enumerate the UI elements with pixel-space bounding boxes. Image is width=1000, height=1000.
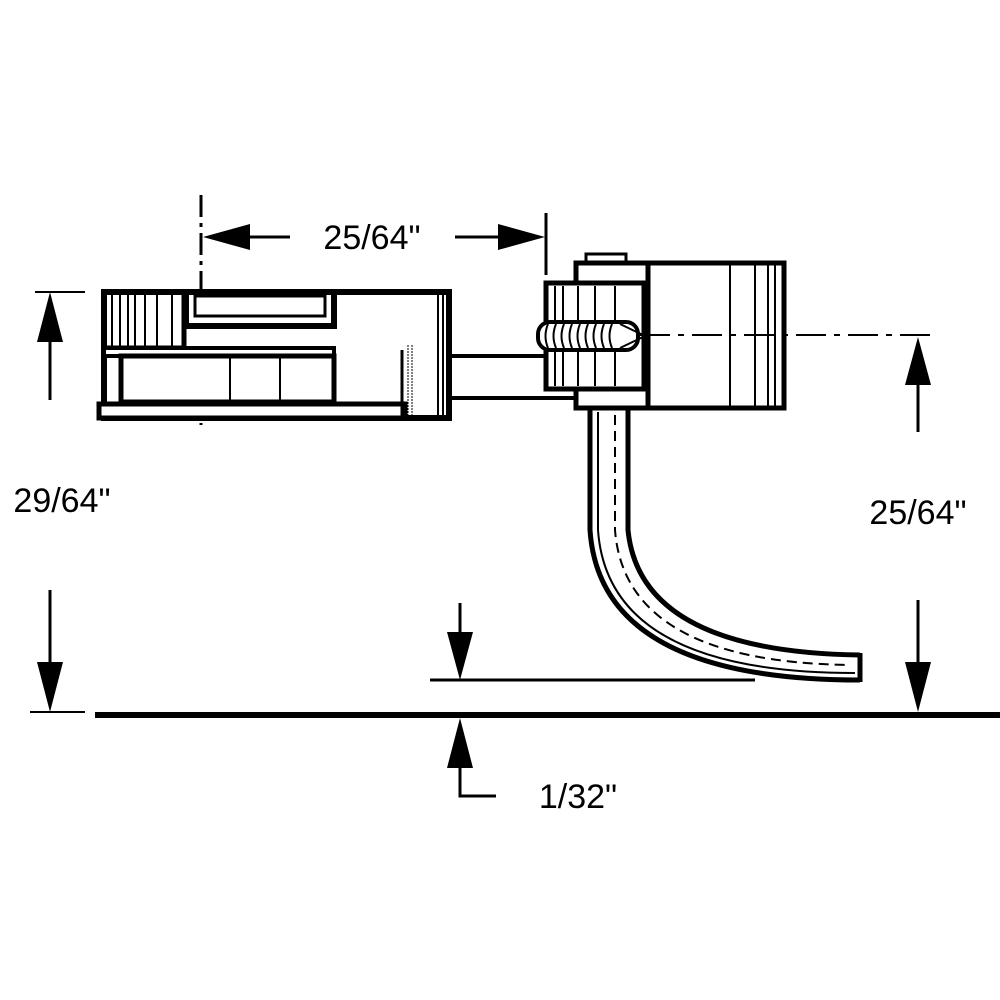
trip-pin <box>587 410 863 683</box>
left-dimension <box>30 291 85 713</box>
clearance-label: 1/32" <box>539 778 617 816</box>
left-height-label: 29/64" <box>13 482 110 520</box>
clearance-dimension <box>447 603 496 798</box>
knuckle-head <box>536 252 787 411</box>
right-dimension <box>905 337 931 712</box>
top-width-label: 25/64" <box>323 219 420 257</box>
coupler-box <box>96 289 452 421</box>
top-dimension <box>203 213 548 275</box>
right-height-label: 25/64" <box>869 494 966 532</box>
